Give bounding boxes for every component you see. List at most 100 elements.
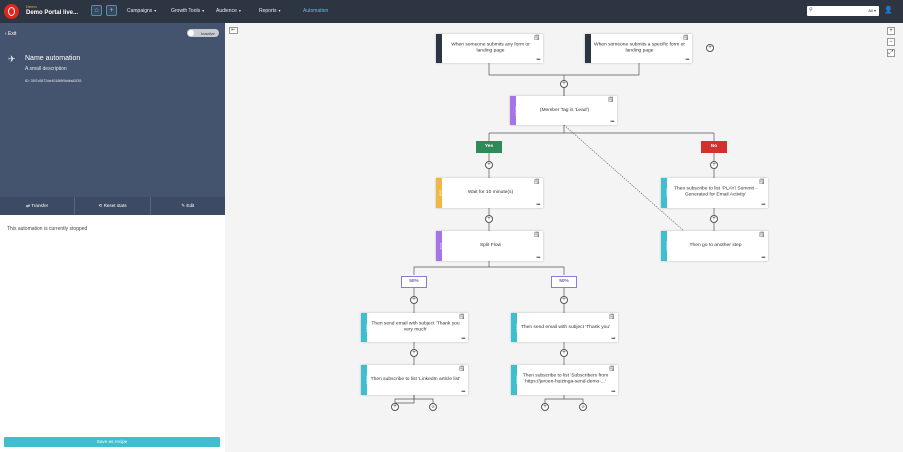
automation-name: Name automation: [25, 55, 81, 62]
add-step-button[interactable]: +: [410, 296, 418, 304]
split-percentage-a[interactable]: 50%: [401, 276, 427, 288]
flow-node-subscribe-linkedin[interactable]: ACTION Then subscribe to list 'LinkedIn …: [361, 365, 468, 395]
user-icon[interactable]: 👤: [884, 7, 893, 14]
stop-icon[interactable]: ⊘: [429, 403, 437, 411]
note-icon[interactable]: 🗒: [608, 366, 615, 372]
flow-node-split[interactable]: SPLIT Split Flow 🗒 •••: [436, 231, 543, 261]
chevron-down-icon: ▾: [202, 8, 205, 13]
status-text: This automation is currently stopped: [7, 226, 88, 232]
add-step-button[interactable]: +: [560, 80, 568, 88]
more-options-icon[interactable]: •••: [536, 57, 540, 63]
save-as-recipe-button[interactable]: Save as recipe: [4, 437, 220, 447]
search-scope-select[interactable]: All ▾: [868, 8, 876, 13]
nav-campaigns[interactable]: Campaigns▾: [127, 8, 157, 14]
top-bar: Demo Demo Portal live... ⌂ + Campaigns▾ …: [0, 0, 903, 23]
flow-node-condition[interactable]: IF/ELSE (Member Tag is 'Lead') 🗒 •••: [510, 96, 617, 125]
note-icon[interactable]: 🗒: [607, 97, 614, 103]
add-step-button[interactable]: +: [710, 161, 718, 169]
node-label: Split Flow: [479, 242, 502, 248]
reset-stats-button[interactable]: ⟲ Reset stats: [75, 197, 151, 215]
pencil-icon: ✎: [181, 203, 186, 208]
note-icon[interactable]: 🗒: [458, 314, 465, 320]
nav-growth-tools[interactable]: Growth Tools▾: [171, 8, 205, 14]
add-step-button[interactable]: +: [410, 349, 418, 357]
flow-node-goto-step[interactable]: ACTION Then go to another step 🗒 •••: [661, 231, 768, 261]
flow-node-wait[interactable]: WAIT Wait for 10 minute(s) 🗒 •••: [436, 178, 543, 208]
add-trigger-button[interactable]: +: [706, 44, 714, 52]
fit-screen-button[interactable]: ⤢: [887, 49, 895, 57]
paper-plane-icon: ✈: [8, 54, 16, 64]
plus-icon[interactable]: +: [106, 5, 117, 16]
note-icon[interactable]: 🗒: [458, 366, 465, 372]
split-percentage-b[interactable]: 50%: [551, 276, 577, 288]
node-type-strip: ACTION: [661, 178, 669, 208]
toggle-knob: [188, 30, 194, 36]
active-toggle[interactable]: Inactive: [187, 29, 219, 37]
add-step-button[interactable]: +: [485, 161, 493, 169]
home-icon[interactable]: ⌂: [91, 5, 102, 16]
zoom-in-button[interactable]: +: [887, 27, 895, 35]
more-options-icon[interactable]: •••: [761, 255, 765, 261]
zoom-out-button[interactable]: −: [887, 38, 895, 46]
node-label: Then subscribe to list 'LinkedIn article…: [370, 376, 461, 382]
search-icon: ⚲: [809, 7, 813, 13]
search-input[interactable]: ⚲ All ▾: [807, 6, 879, 16]
reset-icon: ⟲: [98, 203, 103, 208]
yes-branch-label: Yes: [476, 141, 502, 153]
more-options-icon[interactable]: •••: [761, 202, 765, 208]
note-icon[interactable]: 🗒: [608, 314, 615, 320]
automation-description: A small description: [25, 66, 67, 72]
collapse-panel-button[interactable]: ⇤: [229, 27, 238, 34]
nav-audience[interactable]: Audience▾: [216, 8, 241, 14]
flow-node-send-email-thank-you[interactable]: ACTION Then send email with subject 'Tha…: [511, 313, 618, 342]
more-options-icon[interactable]: •••: [536, 202, 540, 208]
flow-node-trigger-any-form[interactable]: TRIGGER When someone submits any form or…: [436, 34, 543, 63]
more-options-icon[interactable]: •••: [461, 389, 465, 395]
add-step-button[interactable]: +: [541, 403, 549, 411]
node-label: Then send email with subject 'Thank you': [520, 324, 611, 330]
more-options-icon[interactable]: •••: [685, 57, 689, 63]
exit-button[interactable]: ‹ Exit: [5, 31, 17, 37]
flow-node-subscribe-play-summit[interactable]: ACTION Then subscribe to list 'PLAY! Sum…: [661, 178, 768, 208]
stop-icon[interactable]: ⊘: [579, 403, 587, 411]
node-type-strip: IF/ELSE: [510, 96, 517, 125]
add-step-button[interactable]: +: [710, 215, 718, 223]
chevron-down-icon: ▾: [154, 8, 157, 13]
node-label: When someone submits any form or landing…: [451, 42, 530, 54]
note-icon[interactable]: 🗒: [533, 232, 540, 238]
chevron-down-icon: ▾: [278, 8, 281, 13]
more-options-icon[interactable]: •••: [610, 119, 614, 125]
more-options-icon[interactable]: •••: [611, 336, 615, 342]
more-options-icon[interactable]: •••: [461, 336, 465, 342]
nav-reports[interactable]: Reports▾: [259, 8, 281, 14]
add-step-button[interactable]: +: [391, 403, 399, 411]
note-icon[interactable]: 🗒: [682, 35, 689, 41]
flow-node-trigger-specific-form[interactable]: TRIGGER When someone submits a specific …: [585, 34, 692, 63]
chevron-down-icon: ▾: [238, 8, 241, 13]
flow-canvas[interactable]: ⇤ + − ⤢ TRIGGER When someone submits any…: [225, 23, 903, 452]
add-step-button[interactable]: +: [485, 215, 493, 223]
flow-node-send-email-thank-you-very-much[interactable]: ACTION Then send email with subject 'Tha…: [361, 313, 468, 342]
edit-button[interactable]: ✎ Edit: [181, 203, 195, 208]
transfer-button[interactable]: ⇄ Transfer: [0, 197, 76, 215]
more-options-icon[interactable]: •••: [536, 255, 540, 261]
node-label: (Member Tag is 'Lead'): [539, 107, 590, 113]
toggle-label: Inactive: [201, 30, 215, 36]
account-name[interactable]: Demo Portal live...: [26, 10, 79, 16]
node-type-strip: ACTION: [661, 231, 669, 261]
no-branch-label: No: [701, 141, 727, 153]
flow-node-subscribe-subscribers[interactable]: ACTION Then subscribe to list 'Subscribe…: [511, 365, 618, 395]
add-step-button[interactable]: +: [560, 349, 568, 357]
note-icon[interactable]: 🗒: [533, 179, 540, 185]
nav-automation[interactable]: Automation: [303, 8, 329, 14]
panel-actions: ⇄ Transfer ⟲ Reset stats ✎ Edit: [0, 197, 225, 215]
logo-icon[interactable]: [4, 4, 19, 19]
automation-info-panel: ‹ Exit Inactive ✈ Name automation A smal…: [0, 23, 225, 197]
note-icon[interactable]: 🗒: [533, 35, 540, 41]
note-icon[interactable]: 🗒: [758, 179, 765, 185]
connector-lines: [394, 63, 715, 404]
note-icon[interactable]: 🗒: [758, 232, 765, 238]
panel-body: This automation is currently stopped Sav…: [0, 215, 225, 452]
more-options-icon[interactable]: •••: [611, 389, 615, 395]
add-step-button[interactable]: +: [560, 296, 568, 304]
